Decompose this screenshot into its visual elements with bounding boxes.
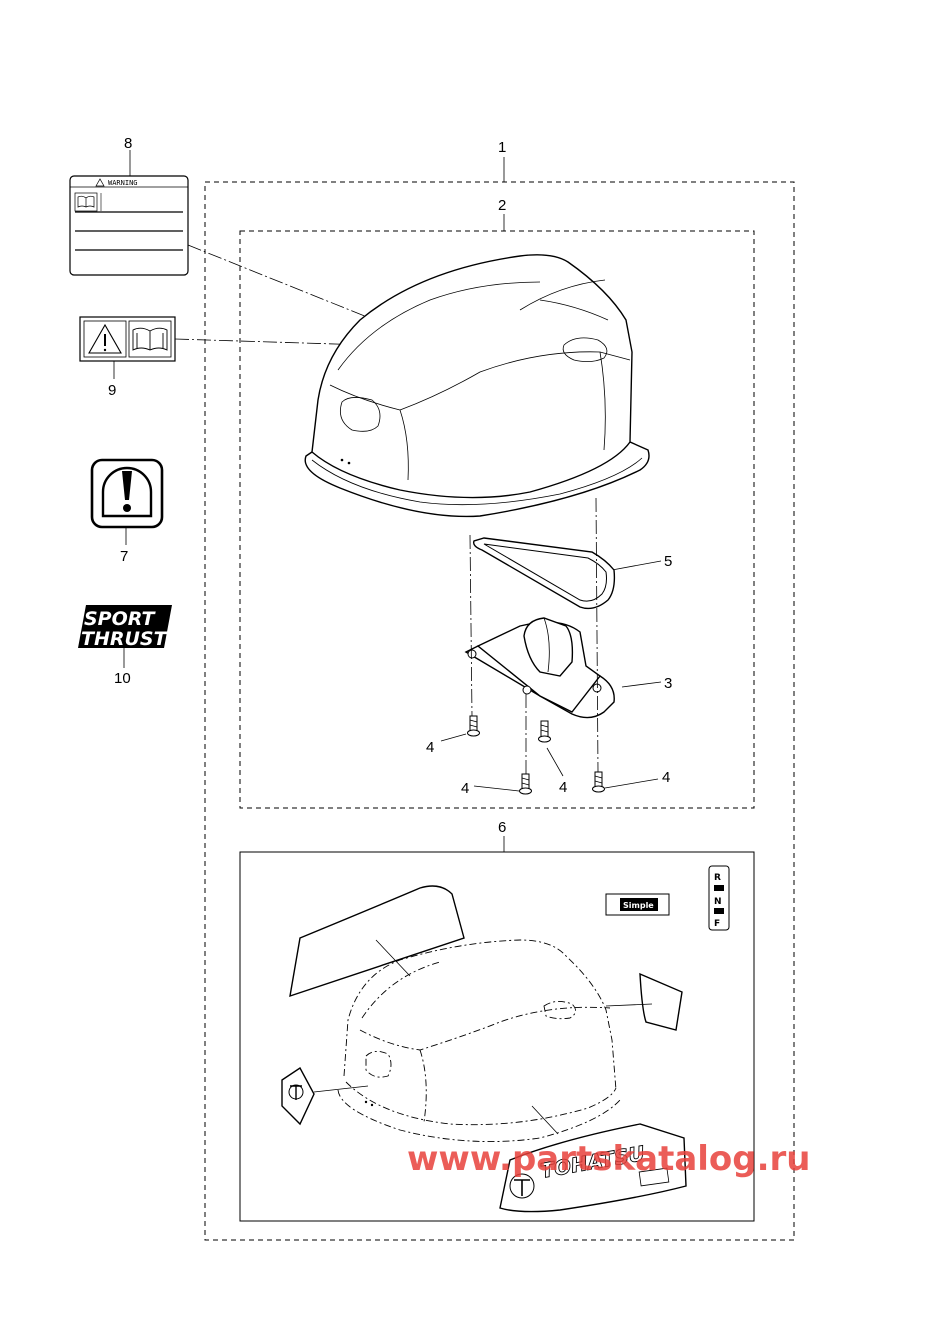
svg-text:4: 4	[461, 780, 469, 797]
exclamation-triangle-icon	[88, 323, 122, 354]
svg-text:8: 8	[124, 135, 132, 152]
callout-4a: 4	[426, 733, 467, 756]
svg-text:6: 6	[498, 819, 506, 836]
svg-text:4: 4	[559, 779, 567, 796]
attention-decal	[90, 458, 164, 529]
side-air-intake	[339, 397, 381, 432]
callout-8: 8	[124, 135, 132, 176]
svg-text:10: 10	[114, 670, 131, 687]
svg-text:7: 7	[120, 548, 128, 565]
screw-4	[592, 771, 605, 793]
callout-3: 3	[621, 675, 672, 692]
manual-book-icon	[132, 327, 168, 351]
callout-4d: 4	[604, 769, 670, 789]
svg-text:F: F	[714, 919, 720, 929]
caution-manual-decal	[79, 316, 176, 362]
svg-text:4: 4	[662, 769, 670, 786]
assembly-lines	[469, 497, 599, 774]
attention-exclamation-icon	[101, 466, 153, 518]
screw-3	[519, 773, 532, 795]
simple-badge-decal: Simple	[605, 893, 670, 916]
svg-text:9: 9	[108, 382, 116, 399]
svg-text:N: N	[714, 897, 722, 907]
sport-thrust-decal: SPORT THRUST	[78, 605, 172, 650]
callout-4c: 4	[461, 780, 520, 797]
callout-10: 10	[114, 648, 131, 687]
callout-2: 2	[498, 197, 506, 231]
manual-book-icon	[77, 195, 95, 208]
svg-text:SPORT: SPORT	[84, 608, 157, 630]
svg-text:Simple: Simple	[623, 901, 654, 910]
callout-1: 1	[498, 139, 506, 182]
rear-panel-decal	[605, 972, 683, 1031]
callout-4b: 4	[546, 747, 567, 796]
top-panel-decal	[289, 885, 465, 998]
group-frame-1	[204, 181, 795, 1241]
group-frame-6	[239, 851, 755, 1222]
callout-9: 9	[108, 361, 116, 399]
svg-text:1: 1	[498, 139, 506, 156]
side-emblem-decal	[281, 1066, 369, 1126]
tohatsu-emblem-icon	[514, 1179, 530, 1196]
warning-label-decal: WARNING	[69, 175, 189, 276]
warning-triangle-icon	[95, 178, 105, 187]
top-grip-recess	[562, 337, 608, 362]
brand-emblem-icon	[290, 1085, 302, 1100]
svg-text:R: R	[714, 873, 721, 883]
callout-5: 5	[611, 553, 672, 571]
screw-1	[467, 715, 480, 737]
watermark: www.partskatalog.ru	[407, 1139, 811, 1179]
gear-shift-decal: R N F	[708, 865, 730, 931]
tohatsu-brand-decal: TOHATSU	[499, 1105, 687, 1213]
group-frame-2	[239, 230, 755, 809]
svg-text:THRUST: THRUST	[81, 628, 169, 650]
svg-text:2: 2	[498, 197, 506, 214]
svg-text:WARNING: WARNING	[108, 179, 138, 187]
cover-mount-bracket	[464, 617, 615, 719]
screw-2	[538, 720, 551, 743]
svg-text:3: 3	[664, 675, 672, 692]
decal-set-ghost-cover	[337, 939, 621, 1143]
engine-top-cover	[304, 254, 650, 518]
svg-text:5: 5	[664, 553, 672, 570]
cover-seal-gasket	[472, 537, 616, 610]
callout-6: 6	[498, 819, 506, 852]
leader-8	[187, 244, 393, 328]
callout-7: 7	[120, 527, 128, 565]
svg-text:4: 4	[426, 739, 434, 756]
